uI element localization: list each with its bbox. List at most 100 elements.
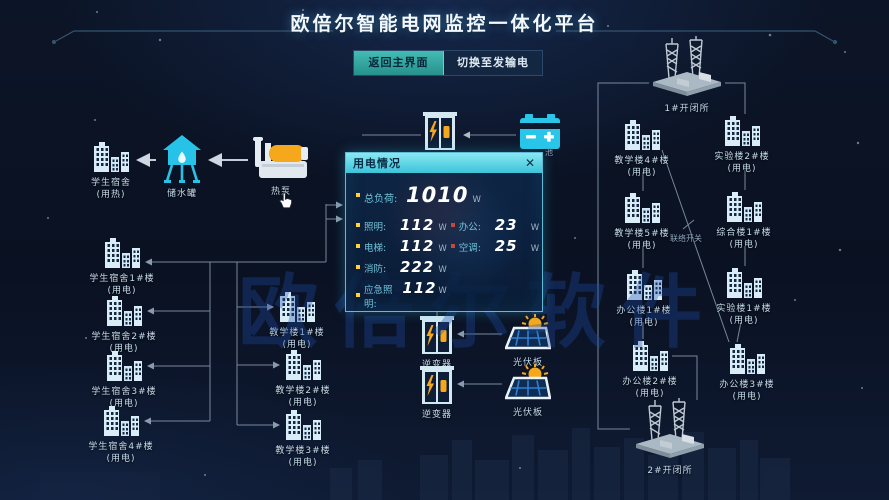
node-comp-1[interactable]: 综合楼1#楼(用电) — [684, 192, 804, 252]
node-sublabel: (用电) — [629, 318, 659, 329]
panel-header[interactable]: 用电情况 ✕ — [346, 153, 542, 173]
star-dots — [47, 9, 863, 476]
tie-switch-label: 联络开关 — [626, 233, 746, 244]
building-icon — [277, 292, 317, 327]
usage-row-label: 办公: — [458, 222, 481, 233]
node-label: 实验楼1#楼 — [716, 303, 772, 314]
battery-icon — [519, 114, 561, 155]
node-dorm-heat[interactable]: 学生宿舍 (用热) — [51, 142, 171, 202]
node-teach-5[interactable]: 教学楼5#楼 (用电) — [582, 193, 702, 253]
node-label: 教学楼4#楼 — [614, 155, 670, 166]
node-sublabel: (用电) — [107, 286, 137, 297]
node-label: 学生宿舍4#楼 — [88, 441, 154, 452]
node-sublabel: (用电) — [282, 340, 312, 351]
node-lab-1[interactable]: 实验楼1#楼(用电) — [684, 268, 804, 328]
building-icon — [91, 142, 131, 177]
node-station-1[interactable]: 1#开闭所 — [627, 36, 747, 115]
node-dorm-1[interactable]: 学生宿舍1#楼 (用电) — [62, 238, 182, 298]
node-label: 综合楼1#楼 — [716, 227, 772, 238]
node-sublabel: (用电) — [288, 458, 318, 469]
node-station-2[interactable]: 2#开闭所 — [610, 398, 730, 477]
node-teach-4[interactable]: 教学楼4#楼(用电) — [582, 120, 702, 180]
node-battery[interactable] — [480, 114, 600, 155]
building-icon — [283, 410, 323, 445]
node-pv-2[interactable]: 光伏板 — [468, 364, 588, 419]
node-sublabel: (用电) — [635, 389, 665, 400]
building-icon — [102, 238, 142, 273]
unit-label: W — [438, 286, 447, 296]
unit-label: W — [438, 265, 447, 275]
node-sublabel: (用热) — [96, 190, 126, 201]
node-label: 办公楼2#楼 — [622, 376, 678, 387]
substation-icon — [632, 398, 708, 465]
node-label: 逆变器 — [421, 409, 452, 420]
building-icon — [104, 351, 144, 386]
node-office-3[interactable]: 办公楼3#楼(用电) — [687, 344, 807, 404]
building-icon — [727, 344, 767, 379]
total-load-value: 1010 — [406, 183, 469, 207]
node-inverter-top[interactable] — [380, 112, 500, 155]
node-heat-pump[interactable]: 热泵 — [221, 137, 341, 198]
usage-row-label: 应急照明: — [364, 285, 393, 310]
nav-button-bar: 返回主界面 切换至发输电 — [353, 50, 543, 76]
node-label: 教学楼5#楼 — [614, 228, 670, 239]
switch-to-transmission-button[interactable]: 切换至发输电 — [444, 51, 542, 75]
node-teach-1[interactable]: 教学楼1#楼(用电) — [237, 292, 357, 352]
usage-row-value: 112 — [400, 216, 435, 234]
usage-row-label: 电梯: — [364, 243, 387, 254]
node-sublabel: (用电) — [627, 241, 657, 252]
panel-title: 用电情况 — [353, 157, 401, 170]
node-dorm-3[interactable]: 学生宿舍3#楼(用电) — [64, 351, 184, 411]
node-office-1[interactable]: 办公楼1#楼(用电) — [584, 270, 704, 330]
node-dorm-4[interactable]: 学生宿舍4#楼 (用电) — [61, 406, 181, 466]
node-water-tank[interactable]: 储水罐 — [122, 135, 242, 200]
usage-row-value: 222 — [400, 258, 435, 276]
inverter-icon — [420, 366, 454, 409]
node-label: 学生宿舍1#楼 — [89, 273, 155, 284]
unit-label: W — [438, 223, 447, 233]
usage-row-value: 23 — [494, 216, 518, 234]
node-inverter-1[interactable]: 逆变器 — [377, 316, 497, 371]
node-label: 学生宿舍 — [90, 177, 131, 188]
bullet-icon — [356, 292, 360, 297]
node-pv-1[interactable]: 光伏板 — [468, 314, 588, 369]
inverter-icon — [423, 112, 457, 155]
node-label: 1#开闭所 — [664, 103, 710, 114]
node-label: 教学楼2#楼 — [275, 385, 331, 396]
building-icon — [104, 296, 144, 331]
total-load-label: 总负荷: — [364, 194, 398, 205]
node-teach-2[interactable]: 教学楼2#楼(用电) — [243, 350, 363, 410]
node-inverter-2[interactable]: 逆变器 — [377, 366, 497, 421]
building-icon — [724, 192, 764, 227]
back-to-main-button[interactable]: 返回主界面 — [354, 51, 444, 75]
node-sublabel: (用电) — [109, 399, 139, 410]
node-label: 教学楼3#楼 — [275, 445, 331, 456]
node-lab-2[interactable]: 实验楼2#楼(用电) — [682, 116, 802, 176]
usage-row-value: 112 — [400, 237, 435, 255]
bullet-icon — [450, 223, 455, 227]
node-label: 光伏板 — [512, 407, 543, 418]
inverter-icon — [420, 316, 454, 359]
node-dorm-2[interactable]: 学生宿舍2#楼(用电) — [64, 296, 184, 356]
building-icon — [622, 120, 662, 155]
unit-label: W — [472, 195, 481, 205]
bullet-icon — [356, 193, 360, 197]
node-sublabel: (用电) — [732, 392, 762, 403]
close-icon[interactable]: ✕ — [524, 156, 535, 170]
node-teach-3[interactable]: 教学楼3#楼 (用电) — [243, 410, 363, 470]
node-label: 实验楼2#楼 — [714, 151, 770, 162]
node-label: 逆变器 — [421, 359, 452, 370]
bullet-icon — [450, 244, 455, 248]
usage-row-value: 25 — [494, 237, 518, 255]
bullet-icon — [356, 223, 360, 227]
node-office-2[interactable]: 办公楼2#楼 (用电) — [590, 341, 710, 401]
node-sublabel: (用电) — [106, 454, 136, 465]
unit-label: W — [438, 244, 447, 254]
